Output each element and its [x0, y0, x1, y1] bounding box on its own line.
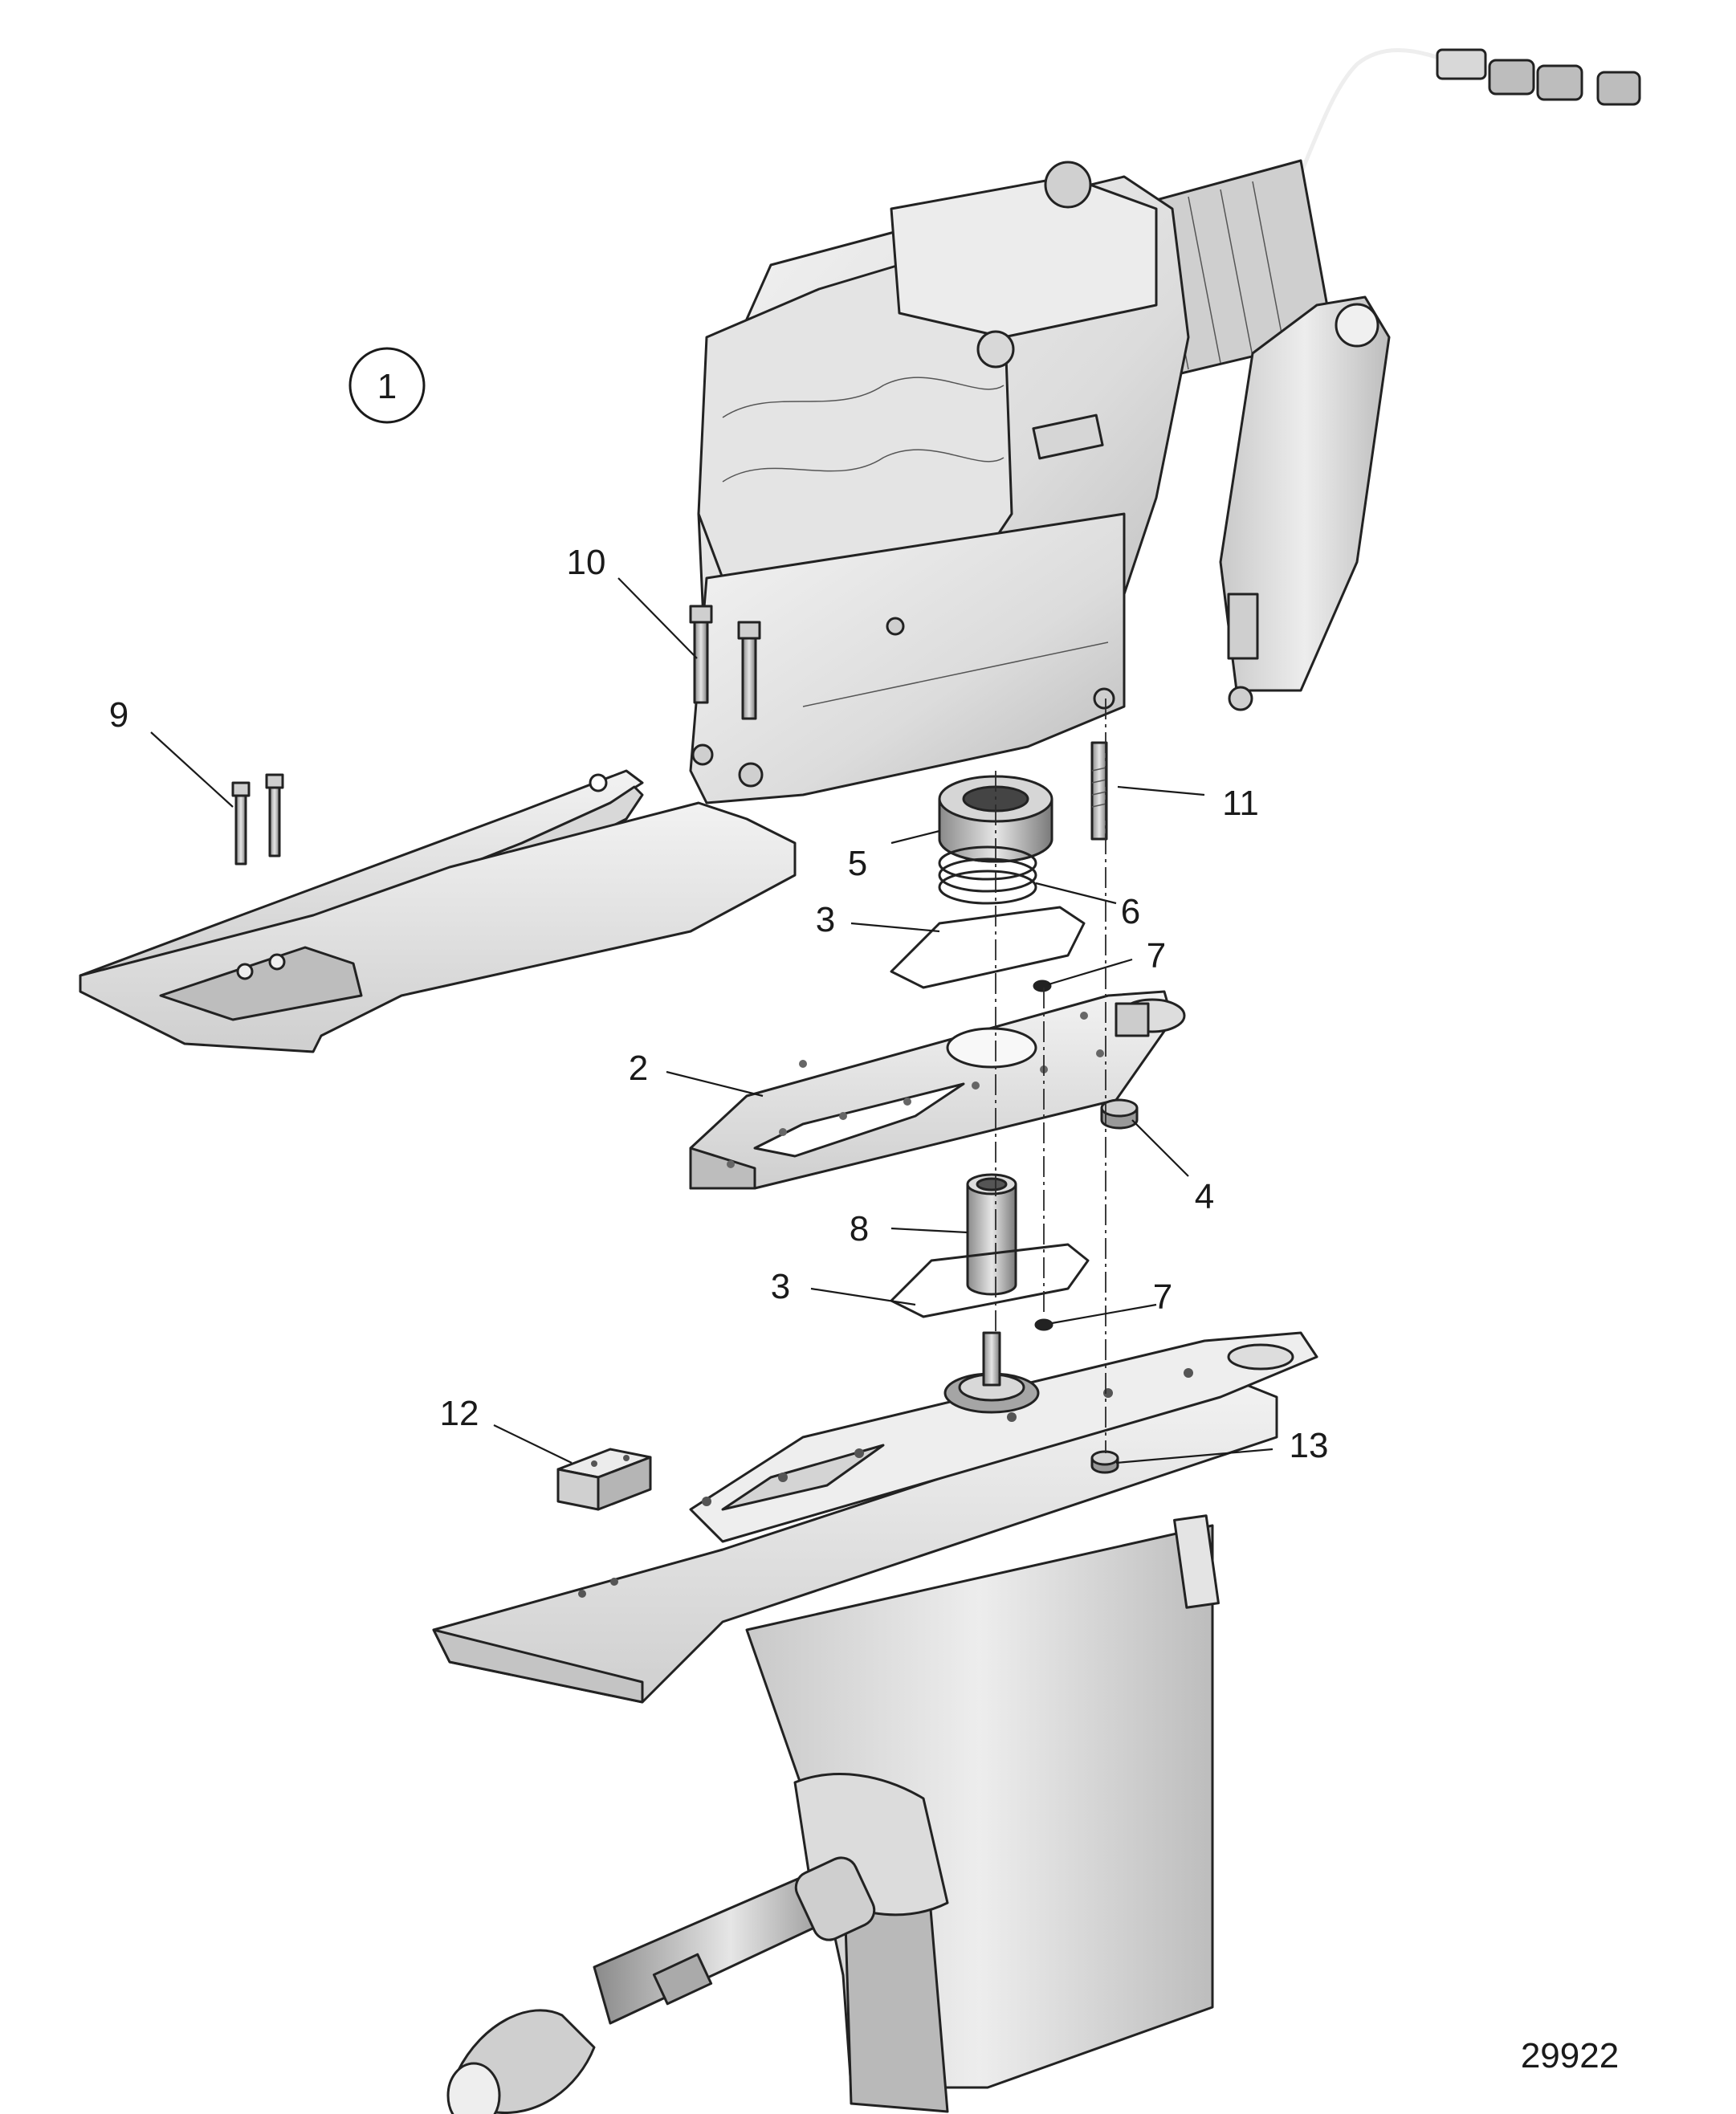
callout-9: 12 [440, 1394, 479, 1433]
drawing-number: 29922 [1521, 2036, 1619, 2075]
assembly-callout: 1 [348, 347, 426, 424]
washer-13 [1090, 1450, 1119, 1474]
block-9 [556, 1448, 652, 1511]
bolt-11b [737, 621, 761, 720]
o-ring-7-upper [1033, 980, 1052, 992]
callout-7-lower: 7 [1153, 1277, 1172, 1317]
callout-8: 8 [850, 1209, 869, 1248]
callout-4: 4 [1195, 1177, 1214, 1216]
upper-drive-housing [689, 48, 1641, 804]
bolt-10b [265, 773, 284, 857]
assembly-axes [995, 699, 1106, 1453]
gasket-3-lower [890, 1243, 1090, 1318]
callout-5: 5 [848, 844, 867, 883]
callout-2: 2 [629, 1049, 648, 1088]
assembly-callout-label: 1 [377, 367, 397, 406]
intermediate-plate-2 [689, 990, 1186, 1190]
propeller-nose-cone [446, 2009, 596, 2114]
callout-7-upper: 7 [1147, 936, 1166, 976]
harness-connectors [1436, 48, 1641, 106]
lower-gear-housing [432, 1331, 1318, 2113]
stud-12 [1090, 741, 1108, 841]
propeller-shaft [593, 1856, 876, 2025]
bolt-10a [231, 781, 251, 866]
gasket-3-upper [890, 906, 1086, 989]
callout-10: 9 [109, 695, 128, 735]
sleeve-8 [966, 1173, 1017, 1296]
o-ring-7-lower [1034, 1318, 1053, 1331]
callout-6: 6 [1121, 892, 1140, 931]
callout-12: 11 [1222, 784, 1259, 823]
trim-plate-lower [79, 801, 797, 1053]
callout-3-upper: 3 [816, 900, 835, 939]
seal-4 [1100, 1098, 1139, 1130]
callout-13: 13 [1290, 1426, 1329, 1465]
leader-lines [150, 577, 1273, 1464]
callout-3-lower: 3 [771, 1267, 790, 1306]
callout-11: 10 [567, 543, 606, 582]
spring-6 [938, 845, 1037, 905]
bolt-11a [689, 605, 713, 704]
